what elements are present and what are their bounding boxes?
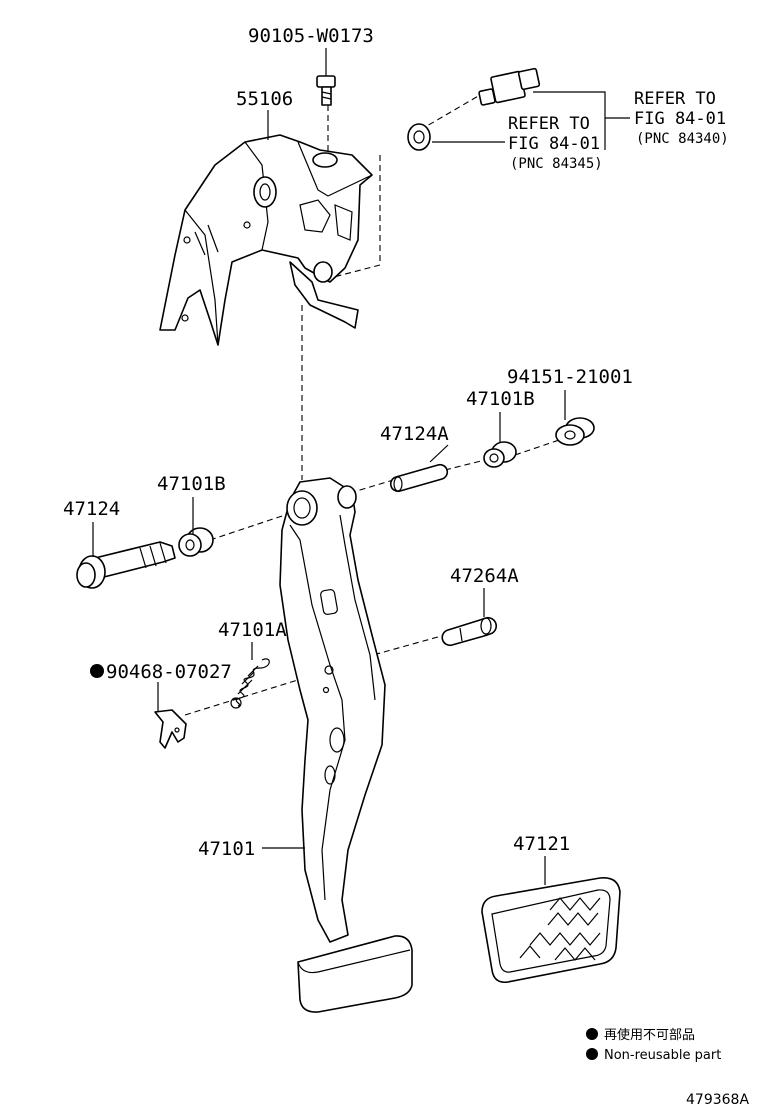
label-pedal-pad: 47121 (513, 833, 570, 855)
label-clip: 90468-07027 (106, 661, 232, 683)
label-bushing-left: 47101B (157, 473, 226, 495)
label-refer2-line2: FIG 84-01 (508, 134, 600, 154)
legend-line1: 再使用不可部品 (604, 1027, 695, 1043)
legend: 再使用不可部品 Non-reusable part (586, 1027, 721, 1063)
pin-icon (389, 463, 449, 493)
spring-icon (230, 658, 270, 709)
label-refer1-pnc: (PNC 84340) (636, 131, 729, 147)
label-clevis-pin: 47264A (450, 565, 519, 587)
pedal-bracket (159, 134, 373, 346)
label-pin: 47124A (380, 423, 449, 445)
clip-icon (154, 709, 187, 749)
bolt-left-icon (76, 541, 176, 589)
label-spring: 47101A (218, 619, 287, 641)
cushion-icon (407, 123, 431, 151)
pedal-arm (279, 477, 386, 943)
bolt-top-icon (316, 75, 336, 106)
collar-icon (555, 417, 595, 446)
stop-lamp-switch-icon (478, 67, 541, 106)
clevis-pin-icon (441, 616, 498, 647)
label-pedal-arm: 47101 (198, 838, 255, 860)
label-bolt-left: 47124 (63, 498, 120, 520)
legend-marker-icon-2 (586, 1048, 598, 1060)
legend-marker-icon (586, 1028, 598, 1040)
bushing-left-icon (178, 527, 214, 557)
non-reusable-marker-icon (90, 664, 104, 678)
bushing-right-icon (483, 441, 517, 468)
label-refer1-line1: REFER TO (634, 89, 716, 109)
label-refer1-line2: FIG 84-01 (634, 109, 726, 129)
leader-lines (92, 48, 630, 885)
label-collar: 94151-21001 (507, 366, 633, 388)
label-bushing-right: 47101B (466, 388, 535, 410)
label-bolt-top: 90105-W0173 (248, 25, 374, 47)
label-refer2-line1: REFER TO (508, 114, 590, 134)
label-refer2-pnc: (PNC 84345) (510, 156, 603, 172)
figure-id: 479368A (686, 1092, 749, 1108)
label-bracket: 55106 (236, 88, 293, 110)
pedal-foot (297, 935, 413, 1013)
pedal-pad (481, 876, 621, 984)
legend-line2: Non-reusable part (604, 1048, 721, 1063)
